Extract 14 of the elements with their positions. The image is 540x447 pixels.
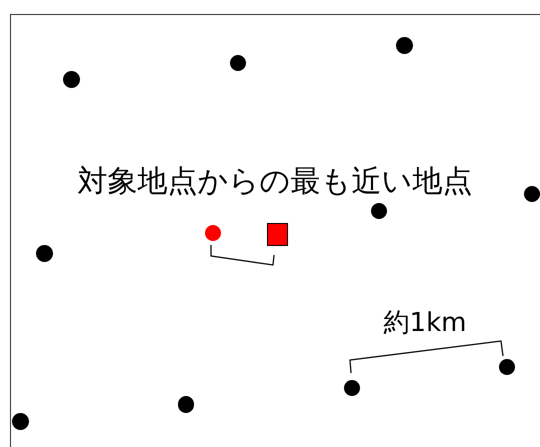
point-marker [230, 55, 246, 71]
point-marker [12, 412, 28, 430]
point-marker [524, 186, 540, 202]
point-marker [396, 36, 412, 54]
point-marker [178, 396, 194, 412]
point-marker [344, 380, 360, 396]
point-marker [36, 244, 52, 262]
point-marker [499, 359, 515, 375]
map-label: 約1km [384, 308, 466, 338]
map-label: 対象地点からの最も近い地点 [78, 164, 472, 199]
point-marker [371, 203, 387, 219]
point-marker [62, 70, 80, 88]
point-marker [205, 225, 221, 241]
target-square [266, 222, 288, 246]
